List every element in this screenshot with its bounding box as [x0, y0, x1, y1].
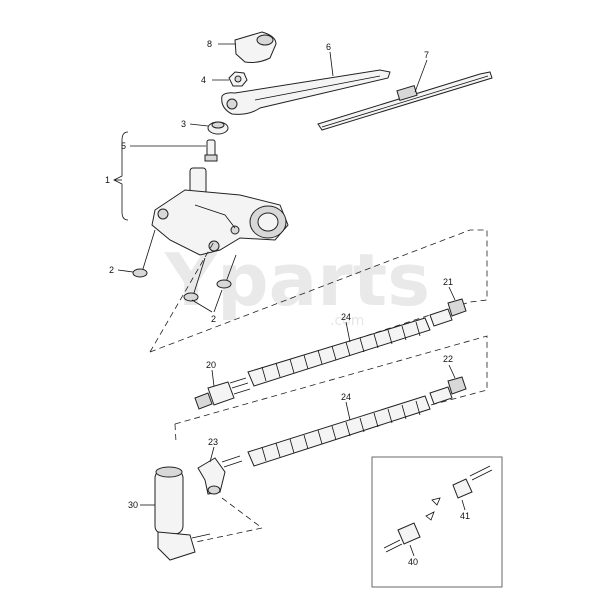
- part-2-screw-middle[interactable]: [183, 257, 206, 302]
- part-2-screw-left[interactable]: [132, 229, 156, 278]
- part-22-connector[interactable]: [429, 376, 467, 405]
- part-3-grommet[interactable]: [207, 121, 229, 135]
- callout-2-left: 2: [109, 265, 114, 275]
- callout-8: 8: [207, 39, 212, 49]
- inset-detail-box: [371, 456, 503, 588]
- part-30-washer-pump[interactable]: [154, 466, 211, 561]
- part-41-inset-connector[interactable]: [452, 465, 493, 499]
- callout-3: 3: [181, 119, 186, 129]
- part-4-nut[interactable]: [228, 71, 248, 87]
- part-1-wiper-motor[interactable]: [151, 167, 289, 256]
- callout-5: 5: [121, 141, 126, 151]
- callout-40: 40: [408, 557, 418, 567]
- inset-arrows: [425, 497, 441, 521]
- callout-24-upper: 24: [341, 312, 351, 322]
- dashed-link-pump: [195, 497, 263, 543]
- callout-7: 7: [424, 50, 429, 60]
- callout-4: 4: [201, 75, 206, 85]
- callout-30: 30: [128, 500, 138, 510]
- callout-1: 1: [105, 175, 110, 185]
- callout-41: 41: [460, 511, 470, 521]
- part-8-cap[interactable]: [234, 31, 277, 63]
- part-24-hose-lower[interactable]: [247, 395, 431, 467]
- callout-24-lower: 24: [341, 392, 351, 402]
- callout-22: 22: [443, 354, 453, 364]
- callout-21: 21: [443, 277, 453, 287]
- part-23-elbow[interactable]: [197, 455, 243, 495]
- part-2-screw-right[interactable]: [216, 254, 237, 289]
- part-20-nozzle[interactable]: [194, 377, 251, 410]
- part-5-spindle[interactable]: [204, 139, 218, 162]
- part-6-wiper-arm[interactable]: [221, 69, 391, 115]
- part-24-hose-upper[interactable]: [247, 317, 431, 387]
- part-40-inset-connector[interactable]: [383, 522, 421, 553]
- callout-6: 6: [326, 42, 331, 52]
- callout-2-bottom: 2: [211, 314, 216, 324]
- callout-20: 20: [206, 360, 216, 370]
- part-21-connector[interactable]: [429, 298, 467, 327]
- callout-23: 23: [208, 437, 218, 447]
- watermark-subtext: .com: [330, 313, 364, 329]
